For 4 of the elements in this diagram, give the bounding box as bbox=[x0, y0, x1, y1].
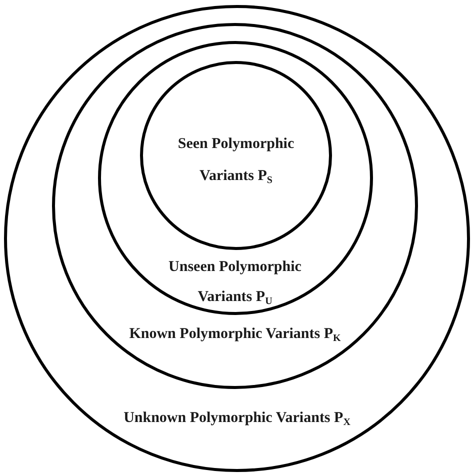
set-label: Known Polymorphic Variants P$_{K}$ bbox=[128, 325, 342, 346]
set-label: Unseen Polymorphic Variants P$_{U}$ bbox=[168, 258, 302, 309]
set-label: Unknown Polymorphic Variants P$_{X}$ bbox=[122, 409, 352, 430]
set-label: Seen Polymorphic Variants P$_{S}$ bbox=[176, 135, 296, 188]
